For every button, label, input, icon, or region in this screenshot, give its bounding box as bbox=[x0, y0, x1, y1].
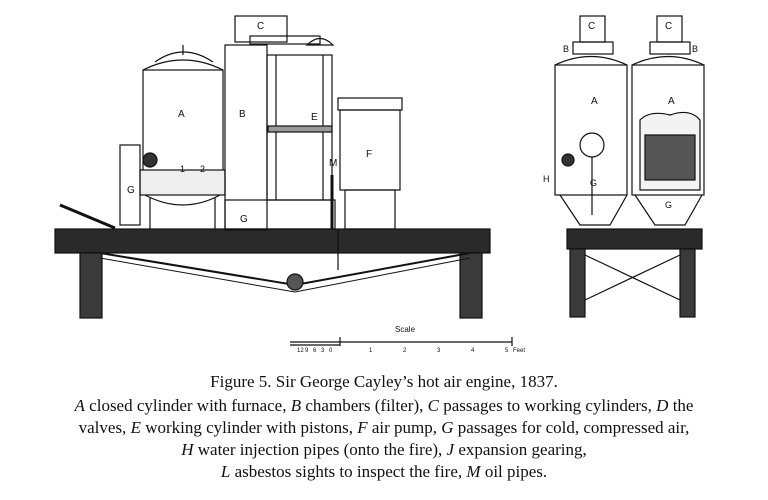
caption-key-g: G bbox=[441, 418, 454, 437]
caption-text: working cylinder with pistons, bbox=[140, 418, 358, 437]
scale-tick-label: 3 bbox=[437, 348, 441, 354]
caption-text: oil pipes. bbox=[480, 462, 548, 481]
scale-tick-label: 5 bbox=[505, 348, 509, 354]
scale-tick-label: 3 bbox=[321, 348, 325, 354]
label-2: 2 bbox=[200, 164, 205, 174]
label-c-right2: C bbox=[665, 21, 672, 32]
scale-tick-label: 2 bbox=[403, 348, 407, 354]
caption-key-c: C bbox=[427, 396, 439, 415]
scale-tick-label: 12 bbox=[297, 348, 304, 354]
right-leg bbox=[459, 252, 483, 319]
caption-line-3: valves, E working cylinder with pistons,… bbox=[0, 418, 768, 438]
base-beam bbox=[54, 228, 491, 254]
scale-title: Scale bbox=[395, 325, 416, 334]
label-b-right1: B bbox=[563, 44, 569, 54]
caption-text: water injection pipes (onto the fire), bbox=[193, 440, 447, 459]
end-cylinder-right bbox=[631, 64, 705, 196]
caption-title: Figure 5. Sir George Cayley’s hot air en… bbox=[210, 372, 558, 391]
caption-key-j: J bbox=[446, 440, 455, 459]
scale-tick-label: 0 bbox=[329, 348, 333, 354]
caption-key-a: A bbox=[74, 396, 85, 415]
label-a-right2: A bbox=[668, 96, 675, 107]
label-h: H bbox=[543, 174, 550, 184]
caption-key-l: L bbox=[220, 462, 231, 481]
label-g-bottom: G bbox=[240, 214, 248, 225]
caption-text: valves, bbox=[78, 418, 131, 437]
caption-key-b: B bbox=[290, 396, 302, 415]
caption-text: passages for cold, compressed air, bbox=[453, 418, 690, 437]
caption-line-4: H water injection pipes (onto the fire),… bbox=[0, 440, 768, 460]
label-1: 1 bbox=[180, 164, 185, 174]
label-c-right1: C bbox=[588, 21, 595, 32]
caption-text: the bbox=[668, 396, 694, 415]
passage-c bbox=[234, 15, 288, 43]
label-m: M bbox=[329, 158, 337, 169]
label-a-left: A bbox=[178, 109, 185, 120]
scale-tick-label: 1 bbox=[369, 348, 373, 354]
end-elevation bbox=[554, 15, 705, 318]
left-leg bbox=[79, 252, 103, 319]
label-g-right1: G bbox=[590, 178, 597, 188]
caption-text: chambers (filter), bbox=[301, 396, 428, 415]
caption-text: expansion gearing, bbox=[454, 440, 587, 459]
caption-text: air pump, bbox=[367, 418, 442, 437]
label-g-left: G bbox=[127, 185, 135, 196]
label-e: E bbox=[311, 112, 318, 123]
side-elevation bbox=[54, 15, 491, 319]
scale-tick-label: 9 bbox=[305, 348, 309, 354]
label-a-right1: A bbox=[591, 96, 598, 107]
label-b-right2: B bbox=[692, 44, 698, 54]
caption-line-5: L asbestos sights to inspect the fire, M… bbox=[0, 462, 768, 482]
engine-illustration: A B C E F M G G 1 2 C C B B A A H G G Sc… bbox=[54, 15, 705, 354]
end-cylinder-left bbox=[554, 64, 628, 196]
caption-line-2: A closed cylinder with furnace, B chambe… bbox=[0, 396, 768, 416]
caption-key-d: D bbox=[656, 396, 669, 415]
label-f: F bbox=[366, 149, 372, 160]
caption-key-e: E bbox=[130, 418, 141, 437]
end-base bbox=[566, 228, 703, 250]
caption-text: passages to working cylinders, bbox=[438, 396, 657, 415]
scale-tick-label: Feet bbox=[513, 348, 525, 354]
label-c-left: C bbox=[257, 21, 264, 32]
caption-key-h: H bbox=[181, 440, 194, 459]
scale-bar bbox=[290, 337, 513, 346]
scale-tick-label: 6 bbox=[313, 348, 317, 354]
chamber-b bbox=[224, 44, 268, 231]
scale-tick-label: 4 bbox=[471, 348, 475, 354]
caption-text: closed cylinder with furnace, bbox=[84, 396, 291, 415]
caption-key-f: F bbox=[357, 418, 368, 437]
label-g-right2: G bbox=[665, 200, 672, 210]
caption-key-m: M bbox=[466, 462, 481, 481]
caption-text: asbestos sights to inspect the fire, bbox=[230, 462, 467, 481]
label-b-left: B bbox=[239, 109, 246, 120]
